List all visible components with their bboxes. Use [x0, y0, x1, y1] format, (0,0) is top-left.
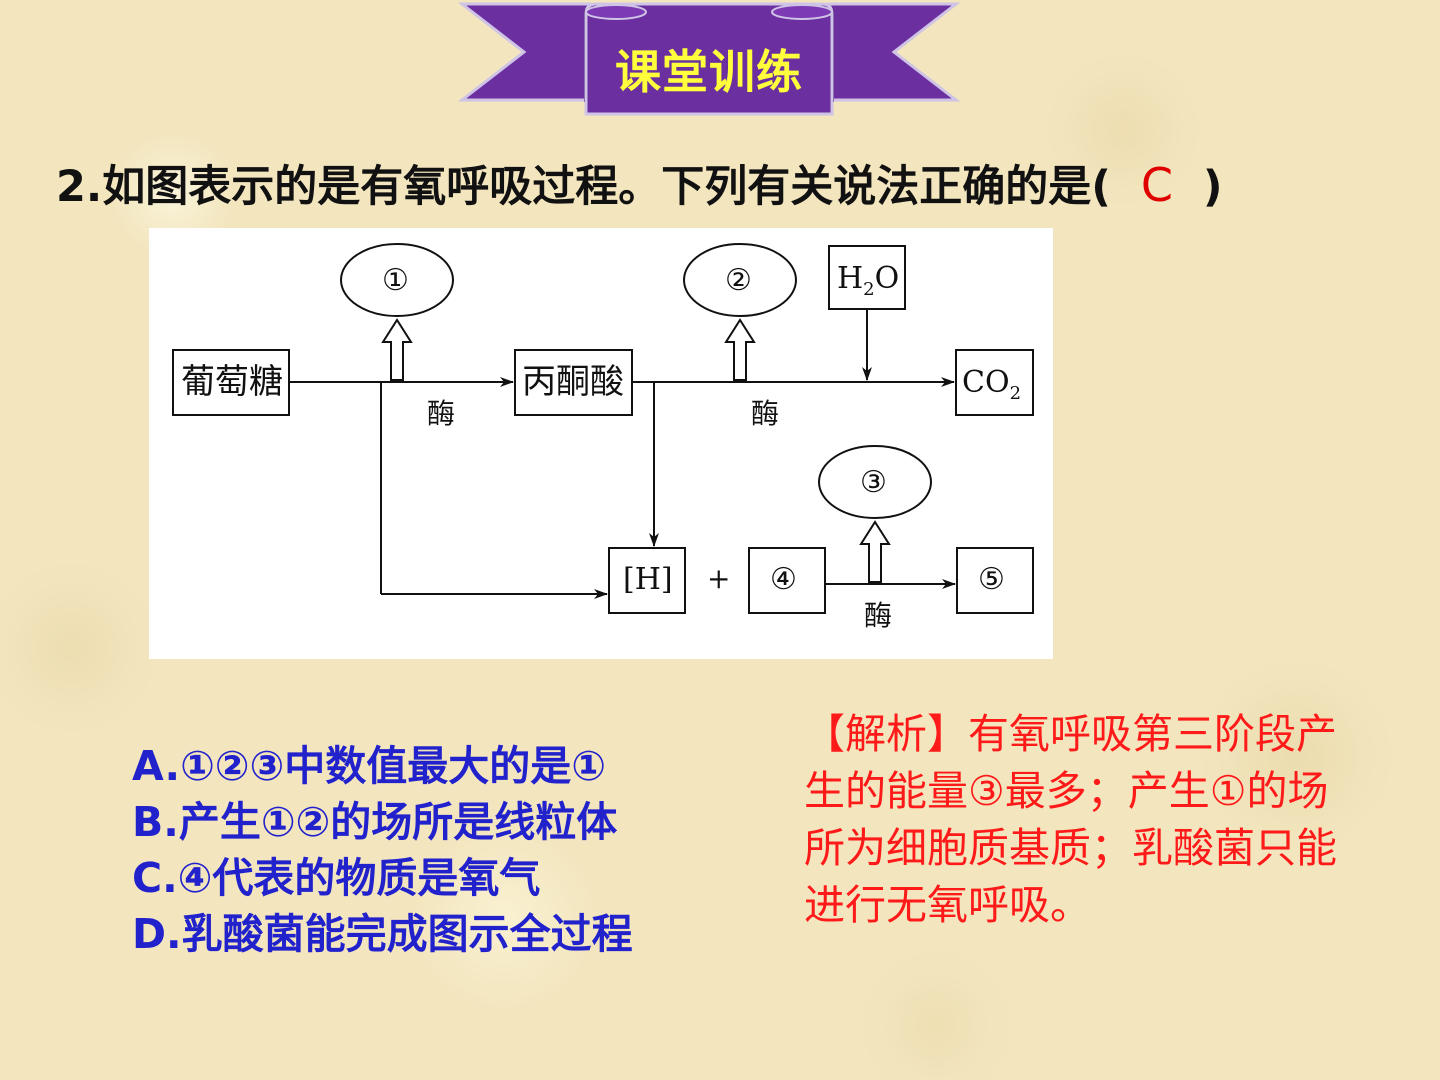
answer-options: A.①②③中数值最大的是① B.产生①②的场所是线粒体 C.④代表的物质是氧气 …: [132, 738, 772, 962]
banner-ribbon-shape: [458, 2, 960, 116]
plus-sign: +: [707, 562, 731, 595]
co2-label: CO2: [962, 365, 1022, 404]
question-close-paren: ): [1202, 162, 1223, 212]
circle-3-label: ③: [860, 465, 887, 500]
enzyme-label-2: 酶: [751, 397, 780, 430]
box-5: [956, 547, 1034, 614]
circle-1-ellipse: [340, 243, 454, 317]
nadh-label: [H]: [623, 562, 673, 597]
glucose-label: 葡萄糖: [181, 362, 283, 402]
box-5-label: ⑤: [978, 562, 1005, 597]
option-a: A.①②③中数值最大的是①: [132, 742, 606, 790]
circle-2-ellipse: [683, 243, 797, 317]
section-banner: 课堂训练: [458, 0, 960, 118]
option-c: C.④代表的物质是氧气: [132, 854, 541, 902]
aerobic-respiration-diagram: 葡萄糖 丙酮酸 CO2 H2O [H] + ④ ⑤ ① ② ③ 酶 酶 酶: [149, 228, 1053, 659]
option-b: B.产生①②的场所是线粒体: [132, 798, 618, 846]
enzyme-label-3: 酶: [864, 599, 893, 632]
circle-3-ellipse: [818, 445, 932, 519]
circle-1-label: ①: [382, 263, 409, 298]
pyruvate-label: 丙酮酸: [522, 362, 624, 402]
option-d: D.乳酸菌能完成图示全过程: [132, 910, 633, 958]
circle-2-label: ②: [725, 263, 752, 298]
enzyme-label-1: 酶: [427, 397, 456, 430]
question-answer: C: [1140, 158, 1173, 212]
box-4-label: ④: [770, 562, 797, 597]
box-4: [748, 547, 826, 614]
co2-box: [955, 349, 1034, 416]
diagram-lines: [172, 243, 1034, 614]
explanation-text: 【解析】有氧呼吸第三阶段产生的能量③最多；产生①的场所为细胞质基质；乳酸菌只能进…: [804, 710, 1337, 929]
nadh-box: [608, 547, 686, 614]
question-stem: 2.如图表示的是有氧呼吸过程。下列有关说法正确的是( C): [56, 152, 1416, 214]
h2o-label: H2O: [837, 261, 900, 300]
question-text: 2.如图表示的是有氧呼吸过程。下列有关说法正确的是(: [56, 162, 1111, 212]
banner-title: 课堂训练: [615, 45, 803, 99]
